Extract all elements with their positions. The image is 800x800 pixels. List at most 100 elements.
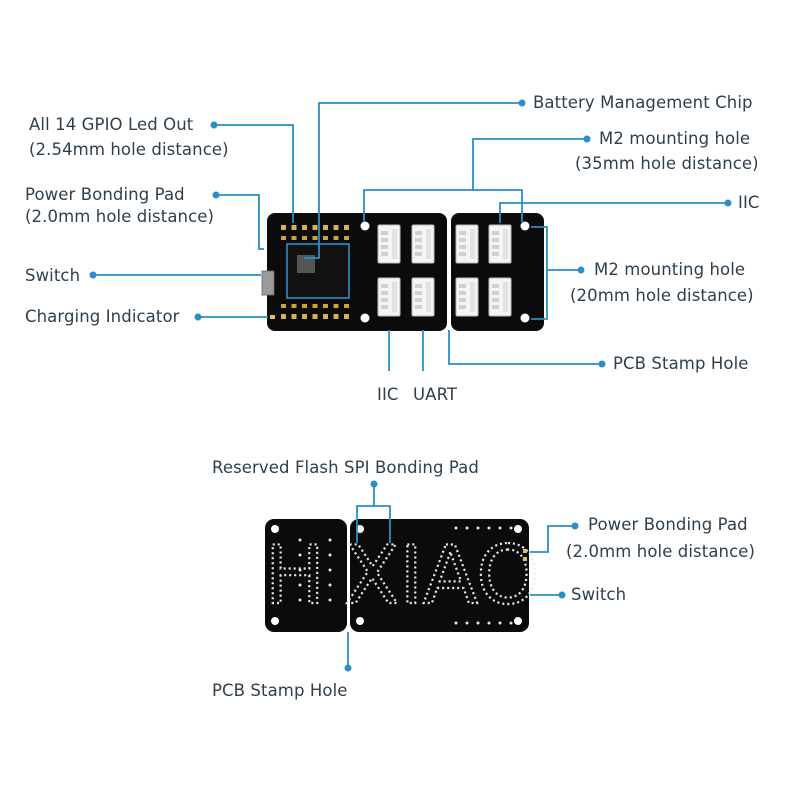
gpio-pad <box>302 304 307 308</box>
pad-dot <box>454 621 458 625</box>
gpio-pad <box>323 225 328 230</box>
gpio-pad <box>312 314 318 319</box>
power-bonding-pad-line1: Power Bonding Pad <box>25 185 185 204</box>
xiao-module-outline <box>286 243 350 299</box>
gpio-pad <box>333 236 339 240</box>
pad-dot <box>509 526 513 530</box>
gpio-label-line1: All 14 GPIO Led Out <box>29 115 194 134</box>
mounting-hole <box>520 313 530 323</box>
grove-connector <box>411 224 435 264</box>
pad-dot <box>476 526 480 530</box>
pad-dot <box>328 538 332 542</box>
bottom-switch-label: Switch <box>571 585 627 604</box>
pad-dot <box>328 553 332 557</box>
bottom-board-left-half <box>265 519 347 632</box>
mounting-hole <box>360 313 370 323</box>
pad-dot <box>487 526 491 530</box>
grove-connector <box>411 277 435 317</box>
gpio-pad <box>333 225 339 230</box>
h-silkscreen-glyph: H <box>265 529 325 622</box>
pad-dot <box>465 621 469 625</box>
m2-20mm-label: M2 mounting hole <box>594 260 745 280</box>
charging-indicator-label: Charging Indicator <box>25 307 180 326</box>
m2-20mm-label-line1: M2 mounting hole <box>594 260 746 279</box>
power-bonding-pad-line2: (2.0mm hole distance) <box>25 207 215 226</box>
mounting-hole <box>360 221 370 231</box>
gpio-pads-bottom-row <box>281 304 349 319</box>
gpio-pad <box>323 236 328 240</box>
gpio-pads-top-row <box>281 225 349 240</box>
gpio-pad <box>281 314 286 319</box>
m2-35mm-label-line1: M2 mounting hole <box>599 129 751 148</box>
gpio-label: All 14 GPIO Led Out (2.54mm hole distanc… <box>29 115 229 160</box>
pad-dot <box>328 568 332 572</box>
bottom-power-pad-label: Power Bonding Pad <box>588 515 748 535</box>
bottom-power-pad-line2: (2.0mm hole distance) <box>566 542 756 561</box>
grove-connector <box>488 224 512 264</box>
power-bonding-pad-label: Power Bonding Pad (2.0mm hole distance) <box>25 185 214 227</box>
pad-dot <box>476 621 480 625</box>
pad-dot <box>298 568 302 572</box>
bottom-callout-lines <box>344 480 579 672</box>
top-callout-lines <box>89 99 732 371</box>
gpio-pad <box>281 304 286 308</box>
gpio-pad <box>291 314 297 319</box>
pad-dot <box>328 598 332 602</box>
pad-dot <box>498 621 502 625</box>
gpio-label-line2: (2.54mm hole distance) <box>29 140 229 159</box>
switch-label: Switch <box>25 266 81 285</box>
uart-label: UART <box>413 385 458 404</box>
gpio-pad <box>323 304 328 308</box>
pad-dot <box>298 553 302 557</box>
top-board-left-half <box>267 213 447 331</box>
pcb-stamp-hole-label: PCB Stamp Hole <box>613 354 749 373</box>
grove-connector <box>455 224 479 264</box>
bottom-board: XIAO H <box>264 519 540 632</box>
pad-dot <box>509 621 513 625</box>
gpio-pad <box>344 304 349 308</box>
gpio-pad <box>312 304 318 308</box>
power-pad <box>523 549 527 553</box>
pad-dot <box>298 583 302 587</box>
pad-dot <box>454 526 458 530</box>
reserved-flash-spi-label: Reserved Flash SPI Bonding Pad <box>212 458 479 477</box>
charging-led <box>270 315 275 319</box>
bottom-board-right-half <box>350 519 529 632</box>
switch-component <box>261 270 275 296</box>
pad-dot <box>487 621 491 625</box>
grove-connector <box>488 277 512 317</box>
gpio-pad <box>281 225 286 230</box>
battery-management-chip-label: Battery Management Chip <box>533 93 753 112</box>
power-pad <box>523 557 527 561</box>
gpio-pad <box>281 236 286 240</box>
mounting-hole <box>514 525 522 533</box>
m2-20mm-label-line2: (20mm hole distance) <box>570 286 754 305</box>
grove-connector <box>455 277 479 317</box>
xiao-silkscreen-text: XIAO <box>345 529 540 622</box>
iic-bottom-label: IIC <box>377 385 399 404</box>
bottom-pcb-stamp-hole-label: PCB Stamp Hole <box>212 681 348 700</box>
iic-right-label: IIC <box>738 193 760 212</box>
gpio-pad <box>312 236 318 240</box>
gpio-pad <box>344 225 349 230</box>
bottom-power-pad-line1: Power Bonding Pad <box>588 515 748 534</box>
mounting-hole <box>271 617 279 625</box>
m2-35mm-label-sub: (35mm hole distance) <box>575 154 759 174</box>
mounting-hole <box>356 525 364 533</box>
gpio-pad <box>344 236 349 240</box>
battery-management-chip <box>297 255 315 273</box>
grove-connector <box>377 224 401 264</box>
gpio-pad <box>333 304 339 308</box>
m2-20mm-label-sub: (20mm hole distance) <box>570 286 754 306</box>
mounting-hole <box>520 221 530 231</box>
gpio-pad <box>291 304 297 308</box>
pad-dot-grid <box>298 526 513 625</box>
mounting-hole <box>271 525 279 533</box>
top-board <box>261 213 544 331</box>
grove-connector <box>377 277 401 317</box>
pad-dot <box>298 598 302 602</box>
m2-35mm-label: M2 mounting hole <box>599 129 750 149</box>
gpio-pad <box>312 225 318 230</box>
